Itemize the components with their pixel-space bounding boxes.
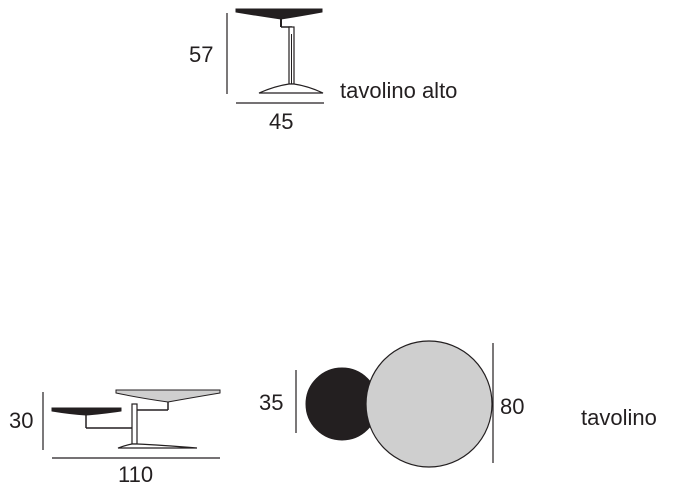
high-table-name-label: tavolino alto (340, 78, 458, 103)
low-table-base (117, 443, 198, 449)
low-table-small-top (51, 407, 122, 416)
high-table-height-label: 57 (189, 42, 214, 67)
low-table-column (131, 403, 138, 445)
low-table-large-top (115, 389, 221, 403)
large-top-circle (365, 340, 493, 468)
low-table-side-view (42, 389, 221, 459)
small-diameter-label: 35 (259, 390, 284, 415)
high-table-width-label: 45 (269, 109, 294, 134)
low-table-top-view (295, 340, 494, 468)
low-table-width-label: 110 (118, 462, 154, 487)
low-table-height-label: 30 (9, 408, 34, 433)
high-table-top (235, 8, 323, 20)
large-diameter-label: 80 (500, 394, 525, 419)
low-table-name-label: tavolino (581, 405, 657, 430)
high-table-base (258, 83, 324, 94)
high-table-side-view (226, 8, 324, 104)
